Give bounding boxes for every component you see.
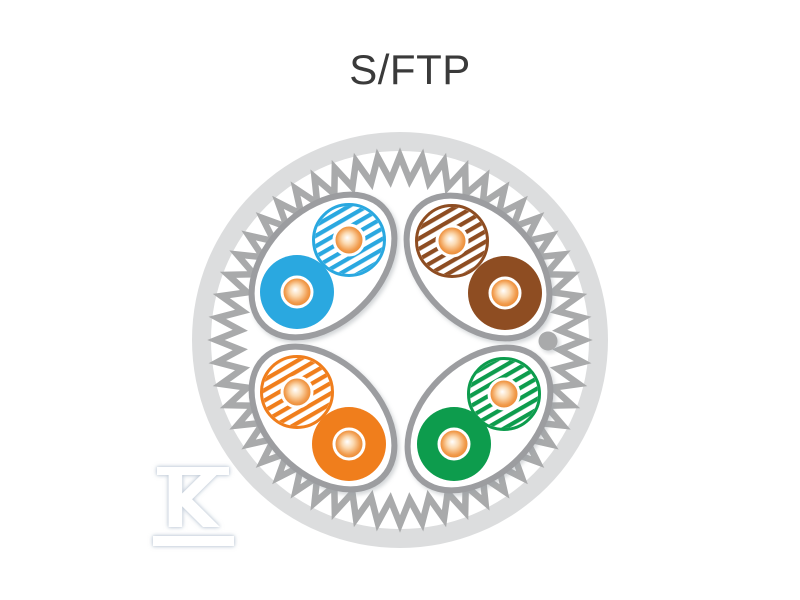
diagram-title: S/FTP [349,46,471,93]
cable-inner-area [211,151,589,529]
striped-wire-ring [467,357,541,431]
wire-pair-top-right [403,192,553,342]
solid-wire [260,255,334,329]
wire-pair-bottom-right [404,344,554,494]
solid-wire [468,256,542,330]
striped-wire-ring [415,204,489,278]
copper-conductor [435,224,469,258]
copper-conductor [487,377,521,411]
wire-pair-bottom-left [248,343,398,493]
solid-wire [312,407,386,481]
striped-wire [415,204,489,278]
copper-conductor [332,427,366,461]
watermark-bar-bottom [153,536,234,546]
striped-wire [467,357,541,431]
solid-wire [417,407,491,481]
copper-conductor [280,375,314,409]
rip-cord [538,331,558,351]
striped-wire [312,203,386,277]
copper-conductor [488,276,522,310]
striped-wire [260,355,334,429]
striped-wire-ring [312,203,386,277]
copper-conductor [332,223,366,257]
striped-wire-ring [260,355,334,429]
watermark-letter: K [162,460,218,544]
copper-conductor [437,427,471,461]
wire-pair-top-left [248,191,398,341]
watermark-bar-top [157,467,229,475]
copper-conductor [280,275,314,309]
